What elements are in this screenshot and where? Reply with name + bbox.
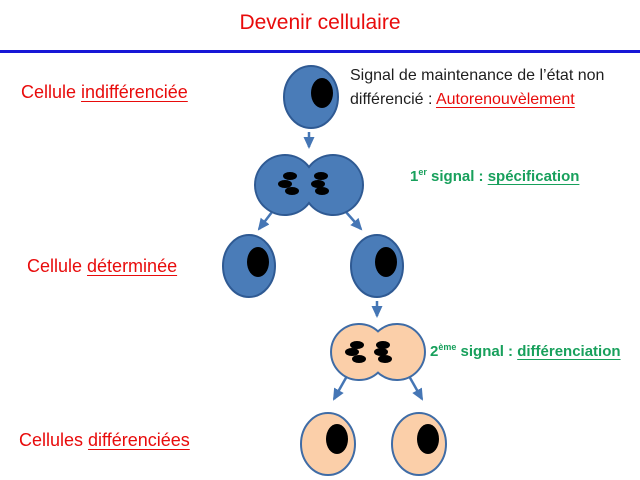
chromosome (314, 172, 328, 180)
chromosome (378, 355, 392, 363)
nucleus (311, 78, 333, 108)
maintenance-signal-text: Signal de maintenance de l’état non diff… (350, 64, 640, 112)
chromosome (283, 172, 297, 180)
arrow-mitosis-to-left-differentiated (332, 375, 349, 401)
arrow-mitosis-to-left-determined (257, 211, 273, 231)
nucleus (417, 424, 439, 454)
second-signal-text: 2ème signal : différenciation (430, 342, 621, 360)
chromosome (352, 355, 366, 363)
signal-rest: signal : (426, 168, 488, 185)
label-prefix: Cellule (27, 256, 88, 276)
signal-ordinal: ème (438, 342, 457, 352)
label-differentiated-cells: Cellules différenciées (19, 430, 190, 451)
self-renewal-term: Autorenouvèlement (435, 91, 575, 108)
chromosome (311, 180, 325, 188)
label-prefix: Cellules (19, 430, 89, 450)
specification-term: spécification (487, 168, 580, 185)
slide-title: Devenir cellulaire (239, 11, 401, 34)
label-determined-cell: Cellule déterminée (27, 256, 177, 277)
chromosome (278, 180, 292, 188)
maintenance-text: Signal de maintenance de l’état non diff… (350, 67, 605, 108)
signal-number: 2 (430, 343, 439, 360)
signal-number: 1 (410, 168, 419, 185)
label-underlined: différenciées (88, 430, 190, 450)
nucleus (326, 424, 348, 454)
nucleus (375, 247, 397, 277)
differentiation-term: différenciation (517, 343, 621, 360)
chromosome (345, 348, 359, 356)
chromosome (350, 341, 364, 349)
nucleus (247, 247, 269, 277)
signal-rest: signal : (456, 343, 518, 360)
title-divider-rule (0, 50, 640, 53)
chromosome (376, 341, 390, 349)
label-underlined: indifférenciée (81, 82, 188, 102)
mitosis-cell-specification (254, 154, 364, 216)
arrow-mitosis-to-right-differentiated (407, 375, 424, 401)
label-underlined: déterminée (87, 256, 178, 276)
chromosome (374, 348, 388, 356)
signal-ordinal: er (418, 167, 427, 177)
chromosome (285, 187, 299, 195)
label-prefix: Cellule (21, 82, 82, 102)
label-undifferentiated-cell: Cellule indifférenciée (21, 82, 188, 103)
first-signal-text: 1er signal : spécification (410, 167, 579, 185)
chromosome (315, 187, 329, 195)
arrow-mitosis-to-right-determined (345, 211, 363, 231)
